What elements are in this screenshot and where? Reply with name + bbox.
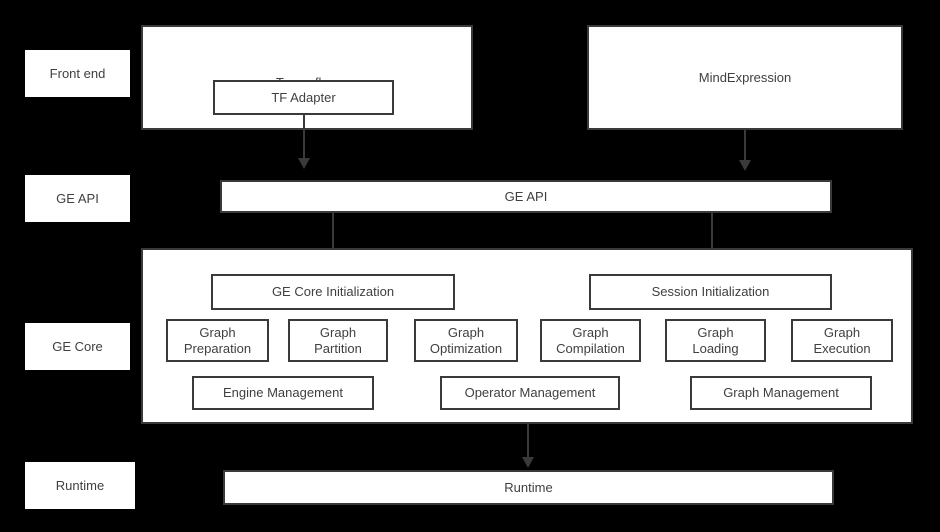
graph-preparation-box[interactable]: Graph Preparation [166,319,269,362]
layer-label-ge-core: GE Core [25,323,130,370]
graph-compilation-box[interactable]: Graph Compilation [540,319,641,362]
arrow-head-tf-adapter-to-ge-api [298,158,310,169]
ge-api-bar[interactable]: GE API [220,180,832,213]
graph-management-box[interactable]: Graph Management [690,376,872,410]
graph-partition-box[interactable]: Graph Partition [288,319,388,362]
layer-label-ge-api: GE API [25,175,130,222]
connector-tf-adapter-to-ge-api [303,115,305,160]
graph-execution-box[interactable]: Graph Execution [791,319,893,362]
connector-ge-core-to-runtime [527,424,529,460]
engine-management-box[interactable]: Engine Management [192,376,374,410]
operator-management-box[interactable]: Operator Management [440,376,620,410]
connector-ge-api-to-session-init [711,213,713,262]
tf-adapter-box[interactable]: TF Adapter [213,80,394,115]
mindexpression-box[interactable]: MindExpression [587,25,903,130]
graph-optimization-box[interactable]: Graph Optimization [414,319,518,362]
runtime-bar[interactable]: Runtime [223,470,834,505]
graph-loading-box[interactable]: Graph Loading [665,319,766,362]
connector-mindexpression-to-ge-api [744,130,746,162]
connector-ge-api-to-ge-core-init [332,213,334,262]
session-initialization-box[interactable]: Session Initialization [589,274,832,310]
ge-core-initialization-box[interactable]: GE Core Initialization [211,274,455,310]
layer-label-front-end: Front end [25,50,130,97]
arrow-head-mindexpression-to-ge-api [739,160,751,171]
arrow-head-ge-core-to-runtime [522,457,534,468]
layer-label-runtime: Runtime [25,462,135,509]
